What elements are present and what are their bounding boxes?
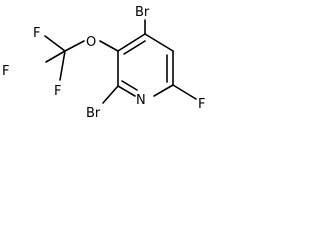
atom-br-top: Br — [135, 5, 150, 20]
bond-c3-o — [99, 40, 119, 52]
atom-o-ether: O — [86, 35, 96, 50]
atom-f-cf3-bottom: F — [54, 84, 61, 99]
bond-o-c — [64, 40, 85, 52]
bond-c6-n — [153, 84, 174, 97]
bond-c4-c5 — [144, 33, 174, 52]
atom-n-ring: N — [136, 93, 146, 108]
bond-c-f-bottom — [59, 50, 66, 81]
atom-f-cf3-left: F — [2, 64, 9, 79]
bond-c2-br — [102, 85, 119, 104]
bond-n-c2-double — [121, 80, 138, 91]
bond-c3-c4 — [117, 33, 146, 52]
bond-c3-c4-double — [123, 40, 146, 55]
bond-c6-f — [172, 84, 197, 100]
bond-c-f-left — [45, 50, 66, 63]
bond-n-c2 — [117, 85, 136, 97]
structure-diagram: Br Br F N O F F F — [0, 0, 222, 138]
atom-br-bottom: Br — [86, 106, 101, 121]
atom-f-ring: F — [198, 97, 205, 112]
molecule-drawing: Br Br F N O F F F — [2, 5, 205, 121]
atom-f-cf3-top: F — [33, 26, 40, 41]
bond-c-f-top — [44, 35, 66, 52]
